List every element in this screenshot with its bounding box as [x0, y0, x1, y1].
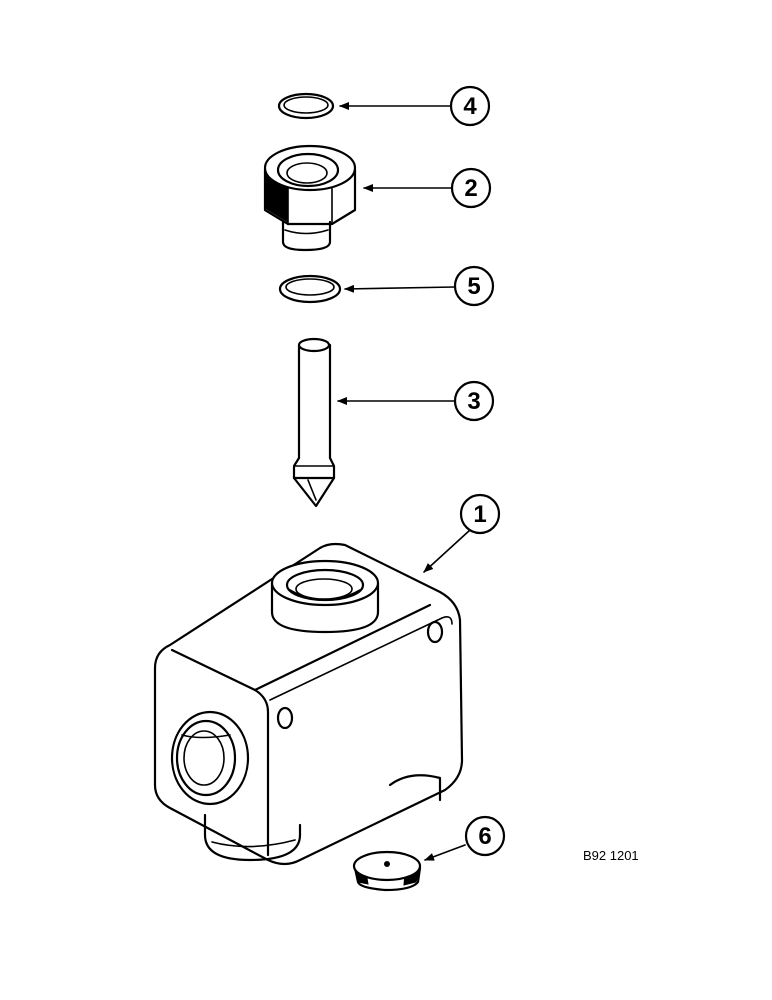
callout-6-label: 6 — [478, 823, 491, 850]
valve-body — [153, 542, 464, 866]
callout-3: 3 — [453, 380, 495, 422]
plug — [352, 850, 422, 892]
valve-pin — [292, 337, 336, 508]
callout-2: 2 — [450, 167, 492, 209]
o-ring-upper — [277, 92, 335, 120]
o-ring-lower — [278, 274, 342, 304]
fitting-nut — [263, 144, 357, 252]
callout-4-label: 4 — [463, 93, 477, 120]
callout-2-label: 2 — [464, 175, 477, 202]
leader-lines — [337, 102, 471, 861]
figure-reference-code: B92 1201 — [583, 848, 639, 863]
callout-6: 6 — [464, 815, 506, 857]
callout-3-label: 3 — [467, 388, 480, 415]
callout-1-label: 1 — [473, 501, 486, 528]
callout-1: 1 — [459, 493, 501, 535]
callout-5-label: 5 — [467, 273, 480, 300]
callout-4: 4 — [449, 85, 491, 127]
callout-5: 5 — [453, 265, 495, 307]
